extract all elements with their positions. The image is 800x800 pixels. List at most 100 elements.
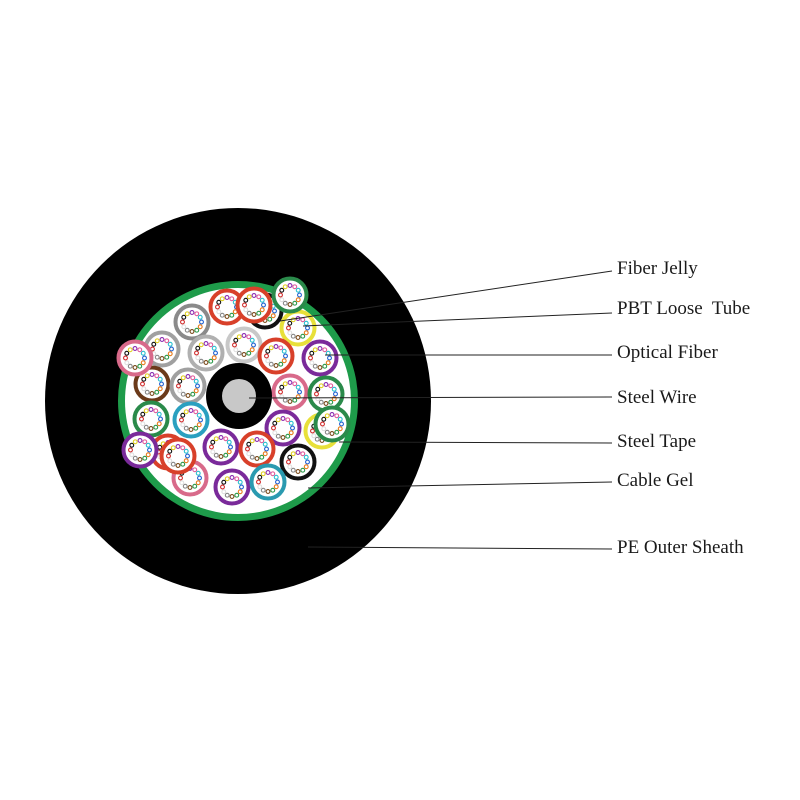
optical-fiber (292, 300, 298, 306)
optical-fiber (288, 420, 294, 426)
optical-fiber (270, 471, 276, 477)
optical-fiber (265, 489, 271, 494)
optical-fiber (210, 439, 216, 445)
optical-fiber (282, 397, 288, 403)
tube-wall (116, 339, 154, 377)
optical-fiber (149, 372, 155, 377)
optical-fiber (198, 417, 203, 423)
optical-fiber (195, 383, 200, 389)
optical-fiber (181, 314, 187, 320)
optical-fiber (159, 381, 164, 387)
optical-fiber (198, 358, 204, 364)
optical-fiber (156, 411, 162, 417)
optical-fiber (311, 433, 317, 439)
label-pbt-loose-tube: PBT Loose Tube (617, 298, 751, 319)
optical-fiber (228, 444, 233, 450)
optical-fiber (261, 302, 266, 308)
optical-fiber (267, 316, 273, 322)
optical-fiber (224, 295, 230, 300)
optical-fiber (329, 431, 335, 436)
optical-fiber (166, 453, 171, 459)
label-cable-gel: Cable Gel (617, 470, 694, 491)
optical-fiber (262, 451, 268, 457)
optical-fiber (268, 345, 274, 351)
optical-fiber (254, 437, 260, 442)
optical-fiber (140, 421, 146, 427)
optical-fiber (185, 453, 190, 459)
optical-fiber (322, 347, 328, 353)
optical-fiber (280, 435, 286, 440)
optical-fiber (243, 297, 249, 303)
optical-fiber (143, 424, 149, 430)
optical-fiber (318, 399, 324, 405)
optical-fiber (303, 330, 309, 336)
optical-fiber (184, 327, 190, 333)
optical-fiber (229, 475, 235, 480)
tube-wall (264, 409, 302, 447)
optical-fiber (196, 422, 202, 428)
optical-fiber (262, 441, 268, 447)
loose-tube (143, 330, 181, 368)
loose-tube (271, 276, 309, 314)
optical-fiber (179, 480, 185, 486)
optical-fiber (180, 375, 186, 381)
label-pe-outer-sheath: PE Outer Sheath (617, 537, 744, 558)
optical-fiber (142, 439, 148, 445)
optical-fiber (295, 335, 301, 340)
optical-fiber (185, 374, 191, 379)
tube-wall (121, 431, 159, 469)
optical-fiber (219, 312, 225, 318)
optical-fiber (237, 489, 243, 495)
optical-fiber (278, 292, 283, 298)
loose-tube (301, 339, 339, 377)
optical-fiber (180, 461, 186, 467)
optical-fiber (286, 325, 291, 331)
optical-fiber (270, 487, 276, 493)
optical-fiber (140, 411, 146, 417)
tube-wall (213, 468, 251, 506)
optical-fiber (137, 363, 143, 369)
optical-fiber (177, 388, 183, 394)
loose-tube (271, 373, 309, 411)
optical-fiber (278, 389, 283, 395)
optical-fiber (334, 429, 340, 435)
optical-fiber (318, 383, 324, 389)
optical-fiber (158, 416, 163, 422)
optical-fiber (234, 476, 240, 482)
optical-fiber (305, 325, 310, 331)
optical-fiber (159, 356, 165, 361)
optical-fiber (154, 389, 160, 395)
loose-tube (172, 401, 210, 439)
optical-fiber (287, 320, 293, 326)
optical-fiber (129, 452, 135, 458)
optical-fiber (327, 355, 332, 361)
optical-fiber (249, 454, 255, 460)
optical-fiber (285, 417, 291, 423)
optical-fiber (256, 310, 262, 316)
optical-fiber (287, 302, 293, 307)
optical-fiber (312, 363, 318, 369)
optical-fiber (198, 342, 204, 348)
optical-fiber (180, 391, 186, 397)
leader-line-pe-outer-sheath (307, 546, 613, 550)
optical-fiber (128, 447, 133, 453)
optical-fiber (259, 438, 265, 444)
tube-wall (225, 326, 263, 364)
optical-fiber (300, 317, 306, 323)
optical-fiber (259, 307, 265, 313)
optical-fiber (209, 444, 214, 450)
tube-wall (173, 303, 211, 341)
optical-fiber (254, 456, 260, 461)
optical-fiber (229, 494, 235, 499)
optical-fiber (195, 480, 201, 486)
optical-fiber (270, 313, 276, 319)
optical-fiber (164, 338, 170, 344)
optical-fiber (190, 375, 196, 381)
optical-fiber (140, 360, 146, 366)
tube-wall (301, 339, 339, 377)
optical-fiber (223, 436, 229, 442)
optical-fiber (216, 299, 222, 305)
optical-fiber (210, 449, 216, 455)
optical-fiber (180, 412, 186, 418)
optical-fiber (264, 353, 269, 359)
